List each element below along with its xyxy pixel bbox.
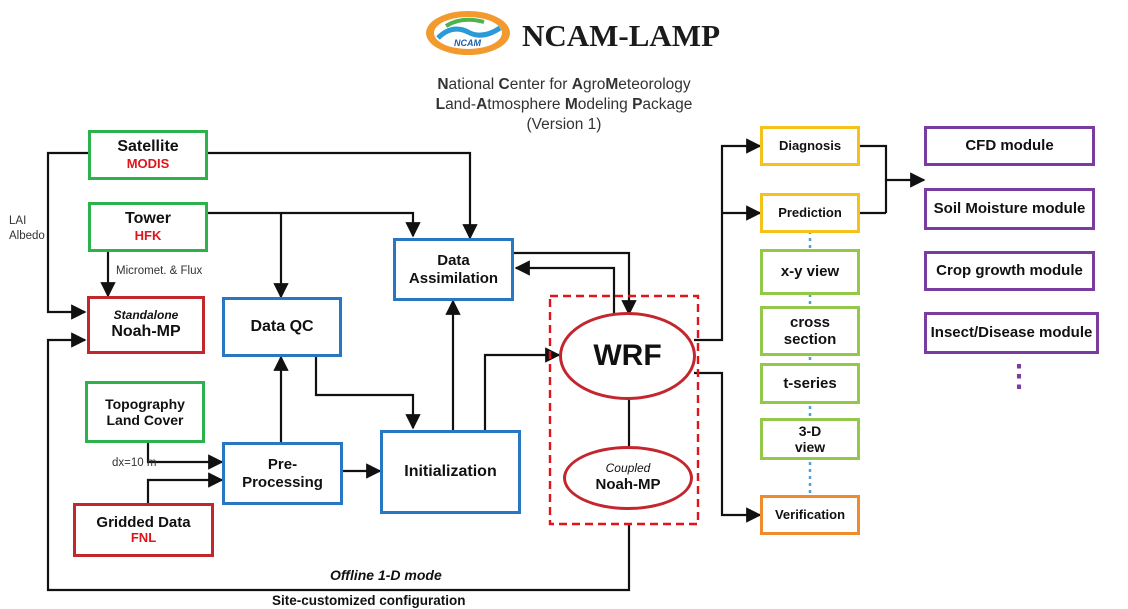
- satellite-sub: MODIS: [126, 155, 170, 171]
- cross-section-box: cross section: [760, 306, 860, 356]
- label-dx: dx=10 m: [112, 457, 157, 469]
- coupled-noahmp-ellipse: Coupled Noah-MP: [563, 446, 693, 510]
- topography-line1: Topography: [105, 395, 185, 412]
- data-assimilation-box: Data Assimilation: [393, 238, 514, 301]
- label-offline-mode: Offline 1-D mode: [330, 567, 442, 583]
- xy-view-box: x-y view: [760, 249, 860, 295]
- cross-section-line1: cross: [789, 313, 831, 331]
- wrf-label: WRF: [593, 338, 662, 372]
- module-insect-disease-label: Insect/Disease module: [930, 324, 1093, 342]
- module-insect-disease: Insect/Disease module: [924, 312, 1099, 354]
- dataqc-label: Data QC: [250, 317, 314, 335]
- tseries-box: t-series: [760, 363, 860, 404]
- data-assimilation-line2: Assimilation: [408, 269, 499, 287]
- wrf-dashed-frame: [548, 294, 700, 526]
- label-site-config: Site-customized configuration: [272, 593, 466, 608]
- module-crop-growth: Crop growth module: [924, 251, 1095, 291]
- topography-box: Topography Land Cover: [85, 381, 205, 443]
- logo-text: NCAM: [454, 38, 481, 48]
- header-line1-part: Meteorology: [605, 76, 691, 93]
- arrow-diagnosis-to-modules: [860, 144, 926, 188]
- header-line2-part: Atmosphere: [476, 96, 565, 113]
- verification-label: Verification: [774, 506, 846, 522]
- modules-more-ellipsis: ⋮: [1004, 360, 1034, 393]
- module-soil-moisture: Soil Moisture module: [924, 188, 1095, 230]
- header-line2-part: Modeling: [564, 96, 633, 113]
- dataqc-box: Data QC: [222, 297, 342, 357]
- label-micromet: Micromet. & Flux: [116, 265, 203, 277]
- ncam-logo: NCAM: [424, 8, 514, 56]
- preprocessing-box: Pre- Processing: [222, 442, 343, 505]
- standalone-title: Standalone: [113, 307, 179, 322]
- arrow-dataqc-to-init: [314, 355, 421, 430]
- header-line2-part: Land-: [435, 96, 477, 113]
- wrf-ellipse: WRF: [559, 312, 696, 400]
- gridded-title: Gridded Data: [96, 513, 191, 531]
- header-line1-part: Agro: [571, 76, 606, 93]
- module-crop-growth-label: Crop growth module: [936, 262, 1083, 280]
- label-albedo: Albedo: [9, 230, 45, 242]
- arrow-gridded-to-preproc: [146, 472, 224, 504]
- gridded-box: Gridded Data FNL: [73, 503, 214, 557]
- coupled-sub: Noah-MP: [595, 476, 661, 494]
- cross-section-line2: section: [783, 331, 837, 348]
- view3d-line2: view: [794, 439, 826, 455]
- module-soil-moisture-label: Soil Moisture module: [933, 200, 1086, 218]
- header-version: (Version 1): [526, 116, 602, 133]
- arrow-wrf-to-diagnosis: [694, 138, 762, 342]
- header-line1: National Center for AgroMeteorology: [0, 76, 1128, 94]
- brand-name: NCAM-LAMP: [522, 18, 721, 53]
- header-line2: Land-Atmosphere Modeling Package: [0, 96, 1128, 114]
- preprocessing-line2: Processing: [242, 473, 323, 491]
- topography-line2: Land Cover: [106, 412, 184, 428]
- arrow-assimilation-to-wrf: [514, 251, 637, 316]
- arrow-satellite-to-assimilation: [206, 151, 478, 240]
- xy-view-label: x-y view: [780, 263, 840, 281]
- logo-emblem-icon: NCAM: [426, 11, 510, 55]
- initialization-label: Initialization: [404, 462, 497, 480]
- arrow-wrf-to-assimilation: [514, 260, 616, 314]
- initialization-box: Initialization: [380, 430, 521, 514]
- tower-box: Tower HFK: [88, 202, 208, 252]
- preprocessing-line1: Pre-: [267, 456, 298, 474]
- arrow-offline-feedback: [46, 332, 631, 592]
- view3d-line1: 3-D: [798, 422, 822, 439]
- arrow-init-to-wrf: [483, 347, 561, 430]
- arrow-satellite-to-standalone: [46, 151, 88, 320]
- diagnosis-label: Diagnosis: [778, 137, 842, 153]
- view3d-box: 3-D view: [760, 418, 860, 460]
- arrow-topography-to-preproc: [146, 442, 224, 470]
- standalone-box: Standalone Noah-MP: [87, 296, 205, 354]
- prediction-box: Prediction: [760, 193, 860, 233]
- standalone-sub: Noah-MP: [111, 322, 181, 340]
- arrow-tower-to-assimilation: [206, 211, 421, 238]
- prediction-label: Prediction: [778, 204, 842, 220]
- header-line1-part: Center for: [498, 76, 572, 93]
- tower-sub: HFK: [134, 227, 162, 243]
- label-lai: LAI: [9, 215, 27, 227]
- diagnosis-box: Diagnosis: [760, 126, 860, 166]
- gridded-sub: FNL: [130, 530, 157, 546]
- data-assimilation-line1: Data: [437, 252, 470, 270]
- verification-box: Verification: [760, 495, 860, 535]
- satellite-title: Satellite: [117, 138, 179, 156]
- header-line2-part: Package: [632, 96, 693, 113]
- module-cfd-label: CFD module: [965, 137, 1054, 155]
- coupled-title: Coupled: [605, 461, 651, 476]
- satellite-box: Satellite MODIS: [88, 130, 208, 180]
- tseries-label: t-series: [783, 374, 837, 392]
- header-line1-part: National: [437, 76, 499, 93]
- module-cfd: CFD module: [924, 126, 1095, 166]
- arrow-wrf-to-verification: [694, 371, 762, 523]
- tower-title: Tower: [125, 210, 171, 228]
